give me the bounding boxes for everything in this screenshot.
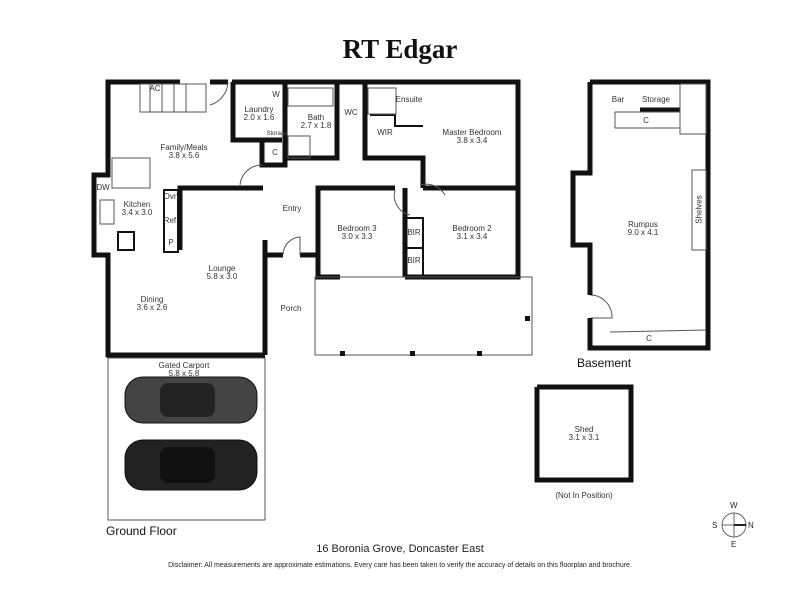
- porch-label: Porch: [280, 304, 302, 313]
- lounge-size: 5.8 x 3.0: [206, 272, 238, 281]
- bath-size: 2.7 x 1.8: [300, 121, 332, 130]
- carport-size: 5.8 x 5.8: [168, 369, 200, 378]
- kitchen-name: Kitchen: [123, 200, 151, 209]
- brand-logo: RT Edgar: [342, 34, 458, 64]
- compass-icon: [721, 512, 747, 538]
- fixtures: [99, 81, 613, 521]
- storage-label: Storage: [641, 95, 671, 104]
- bedroom3-size: 3.0 x 3.3: [341, 232, 373, 241]
- basement-fixtures: [609, 83, 707, 333]
- carport-name: Gated Carport: [158, 361, 210, 370]
- bar-label: Bar: [611, 95, 625, 104]
- bir2-label: BIR: [407, 256, 421, 265]
- compass-s: S: [712, 521, 718, 530]
- bath-name: Bath: [307, 113, 325, 122]
- rumpus-cupboard-label: C: [646, 334, 652, 343]
- washer-label: W: [272, 90, 280, 99]
- ac-label: AC: [149, 84, 161, 93]
- oven-label: Ovn: [163, 192, 179, 201]
- lounge-name: Lounge: [208, 264, 236, 273]
- laundry-size: 2.0 x 1.6: [243, 113, 275, 122]
- deck-posts: [340, 316, 530, 356]
- kitchen-size: 3.4 x 3.0: [121, 208, 153, 217]
- bedroom3-name: Bedroom 3: [337, 224, 377, 233]
- family-meals-name: Family/Meals: [160, 143, 208, 152]
- disclaimer: Disclaimer: All measurements are approxi…: [168, 562, 632, 569]
- ground-floor-details: [117, 114, 424, 277]
- master-name: Master Bedroom: [442, 128, 502, 137]
- shed-note: (Not In Position): [555, 491, 613, 500]
- rumpus-size: 9.0 x 4.1: [627, 228, 659, 237]
- wc-label: WC: [344, 108, 358, 117]
- cars: [124, 376, 258, 491]
- entry-label: Entry: [282, 204, 302, 213]
- address: 16 Boronia Grove, Doncaster East: [316, 543, 484, 555]
- dishwasher-label: DW: [96, 183, 110, 192]
- rumpus-name: Rumpus: [628, 220, 658, 229]
- master-size: 3.8 x 3.4: [456, 136, 488, 145]
- laundry-name: Laundry: [244, 105, 274, 114]
- wir-label: WIR: [377, 128, 393, 137]
- dining-name: Dining: [140, 295, 164, 304]
- compass-w: W: [730, 501, 738, 510]
- storage-small-label: Storage: [266, 131, 288, 137]
- bedroom2-name: Bedroom 2: [452, 224, 492, 233]
- ensuite-label: Ensuite: [395, 95, 423, 104]
- compass-e: E: [731, 540, 737, 549]
- basement-title: Basement: [577, 356, 632, 370]
- family-meals-size: 3.8 x 5.6: [168, 151, 200, 160]
- compass-n: N: [748, 521, 754, 530]
- fridge-label: Ref.: [163, 216, 179, 225]
- shelves-label: Shelves: [694, 195, 704, 224]
- bedroom2-size: 3.1 x 3.4: [456, 232, 488, 241]
- dining-size: 3.6 x 2.6: [136, 303, 168, 312]
- bir1-label: BIR: [407, 228, 421, 237]
- basement-walls: [534, 79, 711, 483]
- cupboard-label: C: [272, 148, 278, 157]
- shed-name: Shed: [574, 425, 594, 434]
- ground-floor-title: Ground Floor: [106, 524, 177, 538]
- pantry-label: P: [168, 238, 174, 247]
- shed-size: 3.1 x 3.1: [568, 433, 600, 442]
- bar-cupboard-label: C: [643, 116, 649, 125]
